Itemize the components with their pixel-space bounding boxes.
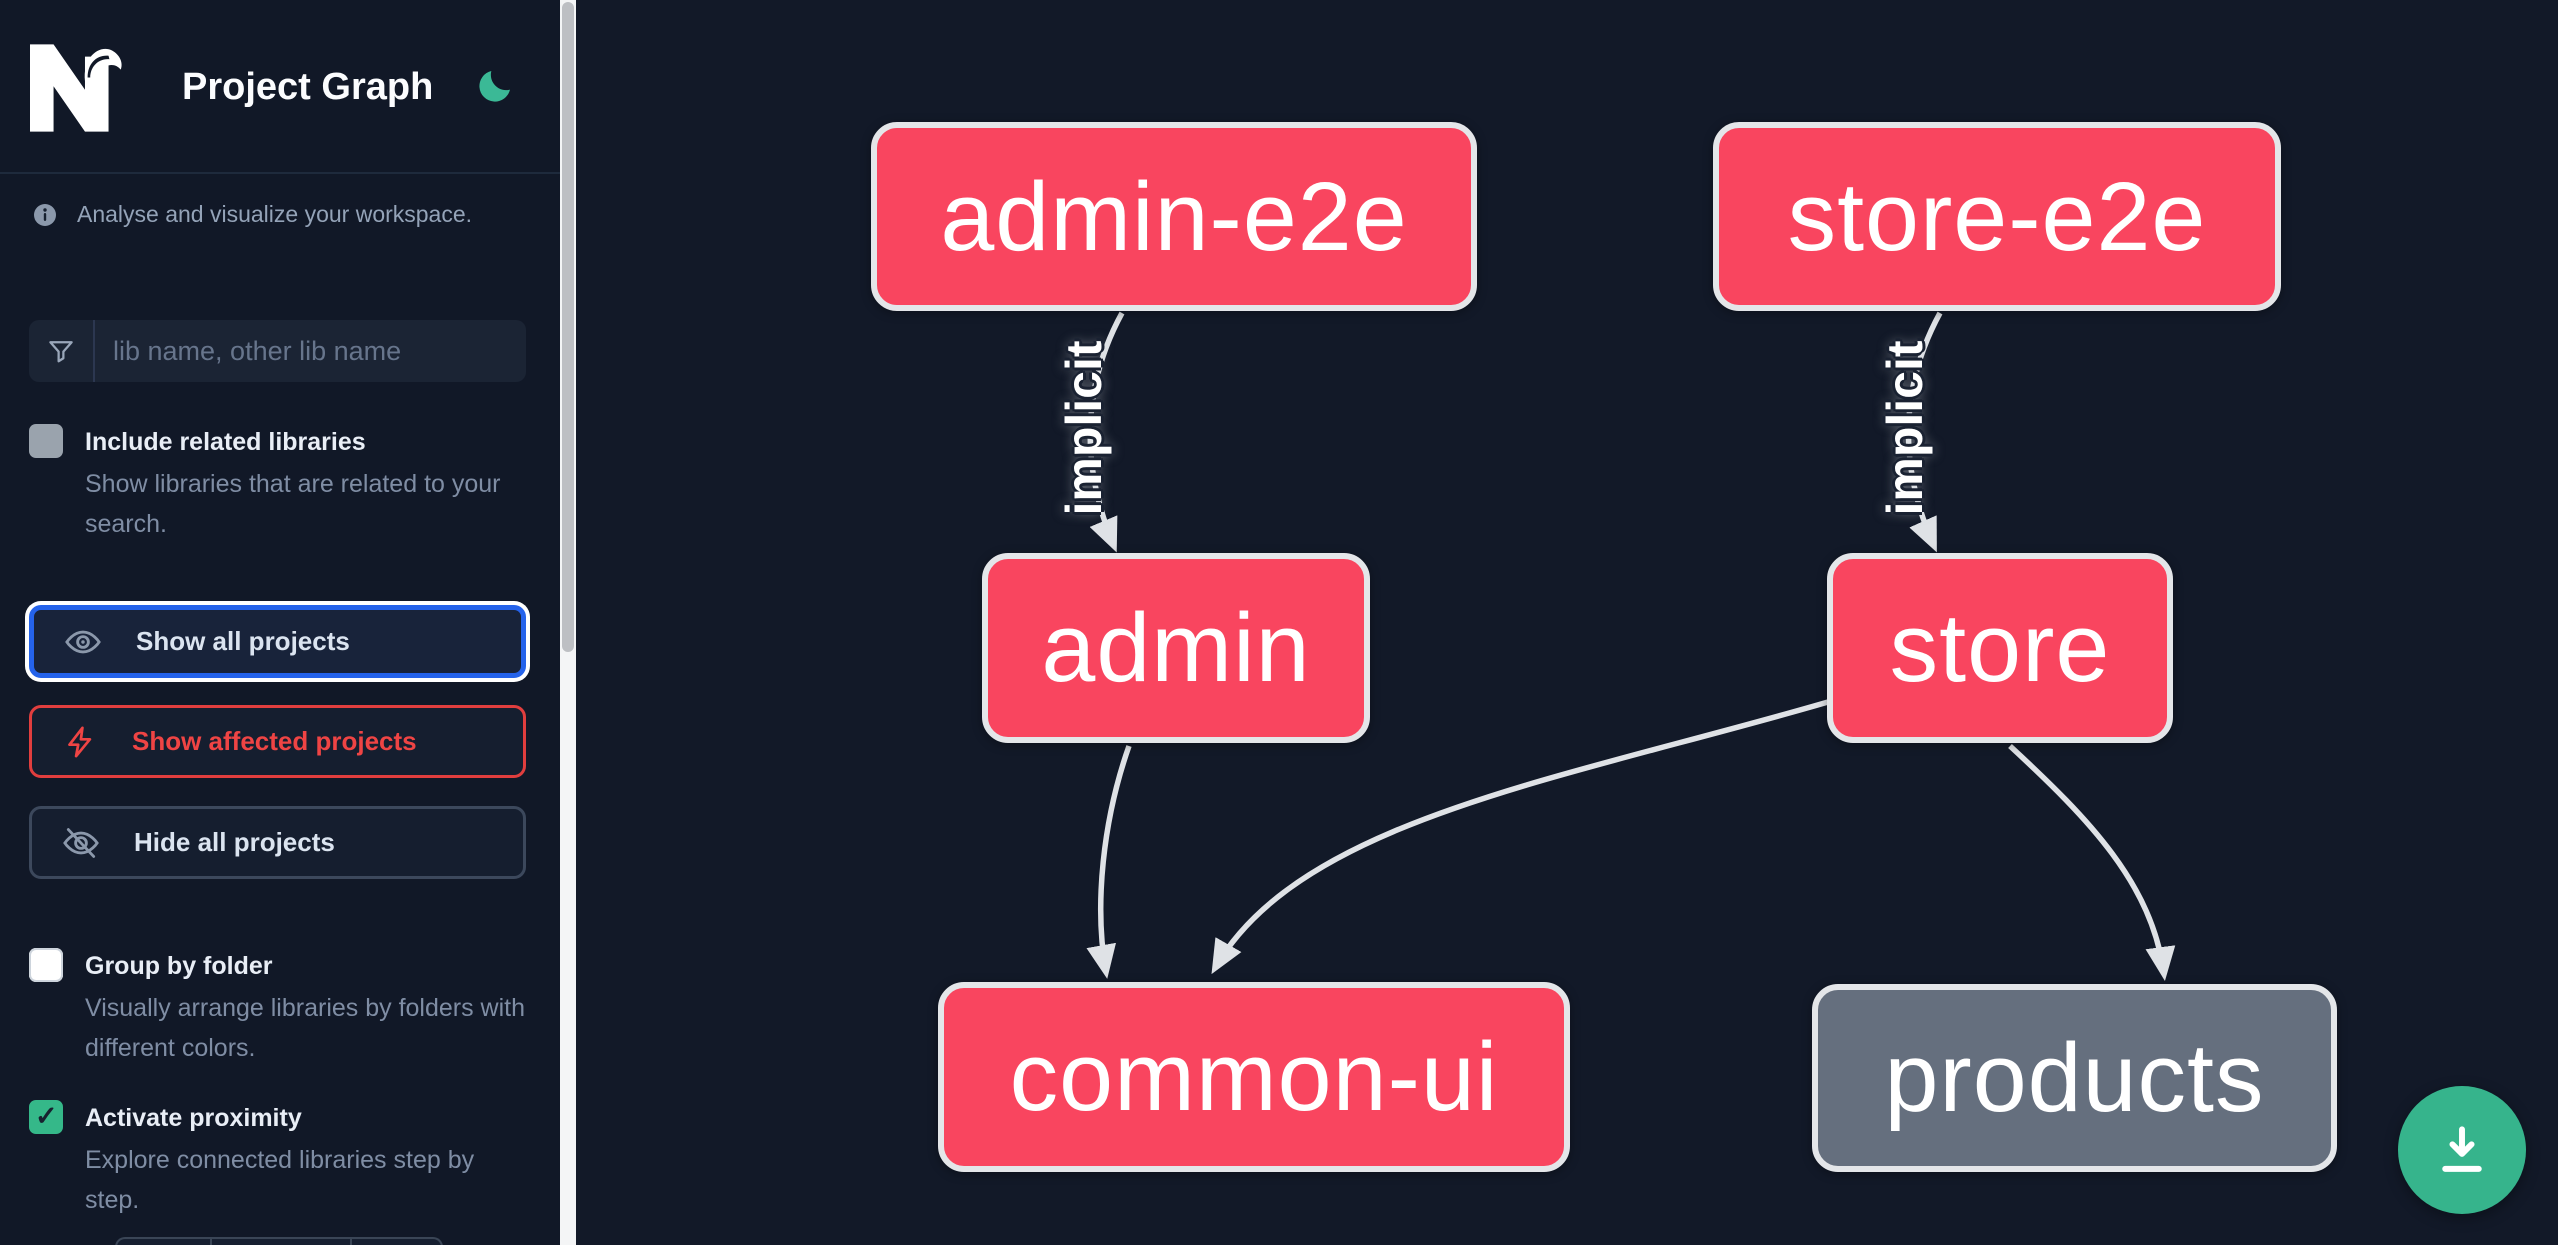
edge-store-e2e-to-store xyxy=(1905,311,1943,553)
option-group-by-folder: Group by folder Visually arrange librari… xyxy=(29,948,529,1068)
sidebar: Project Graph Analyse and visualize your… xyxy=(0,0,560,1245)
moon-icon xyxy=(479,71,510,102)
graph-node-products[interactable]: products xyxy=(1812,984,2337,1172)
graph-node-common-ui[interactable]: common-ui xyxy=(938,982,1570,1172)
node-label: store-e2e xyxy=(1787,161,2207,271)
option-activate-proximity: Activate proximity Explore connected lib… xyxy=(29,1100,529,1220)
button-label: Hide all projects xyxy=(134,827,335,857)
node-label: admin xyxy=(1041,593,1311,702)
collapsed-segmented-control[interactable] xyxy=(115,1237,443,1245)
theme-toggle-button[interactable] xyxy=(474,66,516,108)
nx-logo-icon xyxy=(30,44,122,132)
edge-label-implicit: implicit xyxy=(1877,340,1933,516)
download-icon xyxy=(2442,1126,2482,1172)
option-description: Explore connected libraries step by step… xyxy=(85,1146,475,1214)
node-label: store xyxy=(1889,593,2111,702)
funnel-filter-icon xyxy=(49,341,73,363)
sidebar-scrollbar-thumb[interactable] xyxy=(562,2,574,652)
option-description: Visually arrange libraries by folders wi… xyxy=(85,994,526,1062)
node-label: products xyxy=(1884,1023,2265,1132)
search-input[interactable] xyxy=(95,320,526,382)
download-graph-button[interactable] xyxy=(2398,1086,2526,1214)
eye-off-icon xyxy=(63,827,99,858)
hide-all-projects-button[interactable]: Hide all projects xyxy=(29,806,526,879)
header-divider xyxy=(0,172,560,174)
tagline-row: Analyse and visualize your workspace. xyxy=(33,201,472,228)
bolt-icon xyxy=(68,726,92,757)
segment[interactable] xyxy=(212,1239,352,1245)
filter-icon-cell xyxy=(29,320,95,382)
graph-node-admin[interactable]: admin xyxy=(982,553,1370,743)
graph-node-store-e2e[interactable]: store-e2e xyxy=(1713,122,2281,311)
edge-admin-e2e-to-admin xyxy=(1087,311,1125,553)
option-label: Include related libraries xyxy=(85,428,366,456)
activate-proximity-checkbox[interactable] xyxy=(29,1100,63,1134)
include-related-checkbox[interactable] xyxy=(29,424,63,458)
option-label: Group by folder xyxy=(85,952,273,980)
option-include-related: Include related libraries Show libraries… xyxy=(29,424,529,544)
node-label: admin-e2e xyxy=(940,161,1408,271)
button-label: Show all projects xyxy=(136,626,350,656)
node-label: common-ui xyxy=(1009,1022,1499,1131)
option-label: Activate proximity xyxy=(85,1104,302,1132)
show-all-projects-button[interactable]: Show all projects xyxy=(29,605,526,678)
edge-admin-to-common-ui xyxy=(1086,745,1132,979)
search-box xyxy=(29,320,526,382)
edge-store-to-products xyxy=(2008,743,2176,981)
show-affected-projects-button[interactable]: Show affected projects xyxy=(29,705,526,778)
page-title: Project Graph xyxy=(182,66,434,108)
graph-node-store[interactable]: store xyxy=(1827,553,2173,743)
segment[interactable] xyxy=(117,1239,212,1245)
button-label: Show affected projects xyxy=(132,726,417,756)
group-by-folder-checkbox[interactable] xyxy=(29,948,63,982)
edge-label-implicit: implicit xyxy=(1056,340,1112,516)
info-icon xyxy=(34,203,56,226)
option-description: Show libraries that are related to your … xyxy=(85,470,501,538)
segment[interactable] xyxy=(352,1239,443,1245)
edge-store-to-common-ui xyxy=(1211,699,1829,975)
eye-icon xyxy=(65,630,101,653)
graph-node-admin-e2e[interactable]: admin-e2e xyxy=(871,122,1477,311)
tagline-text: Analyse and visualize your workspace. xyxy=(77,201,473,227)
